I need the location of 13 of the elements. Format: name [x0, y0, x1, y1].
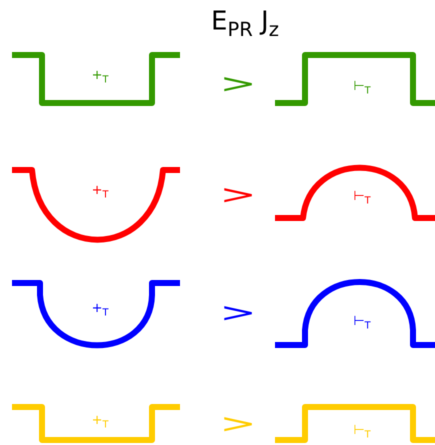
comparison-sign: >	[220, 410, 256, 438]
comparison-sign: >	[220, 70, 256, 98]
math-label: +$_{T}$	[92, 68, 108, 86]
math-label: +$_{T}$	[92, 184, 108, 200]
math-label: ⊢$_{T}$	[353, 190, 371, 206]
math-label: ⊢$_{T}$	[353, 424, 371, 440]
comparison-sign: >	[220, 300, 256, 326]
comparison-sign: >	[220, 182, 256, 208]
math-label: ⊢$_{T}$	[353, 314, 371, 332]
math-label: +$_{T}$	[92, 414, 108, 430]
math-label: +$_{T}$	[92, 302, 108, 318]
math-label: ⊢$_{T}$	[353, 80, 371, 96]
heading: E$_{PR}$ J$_{z}$	[211, 8, 279, 40]
